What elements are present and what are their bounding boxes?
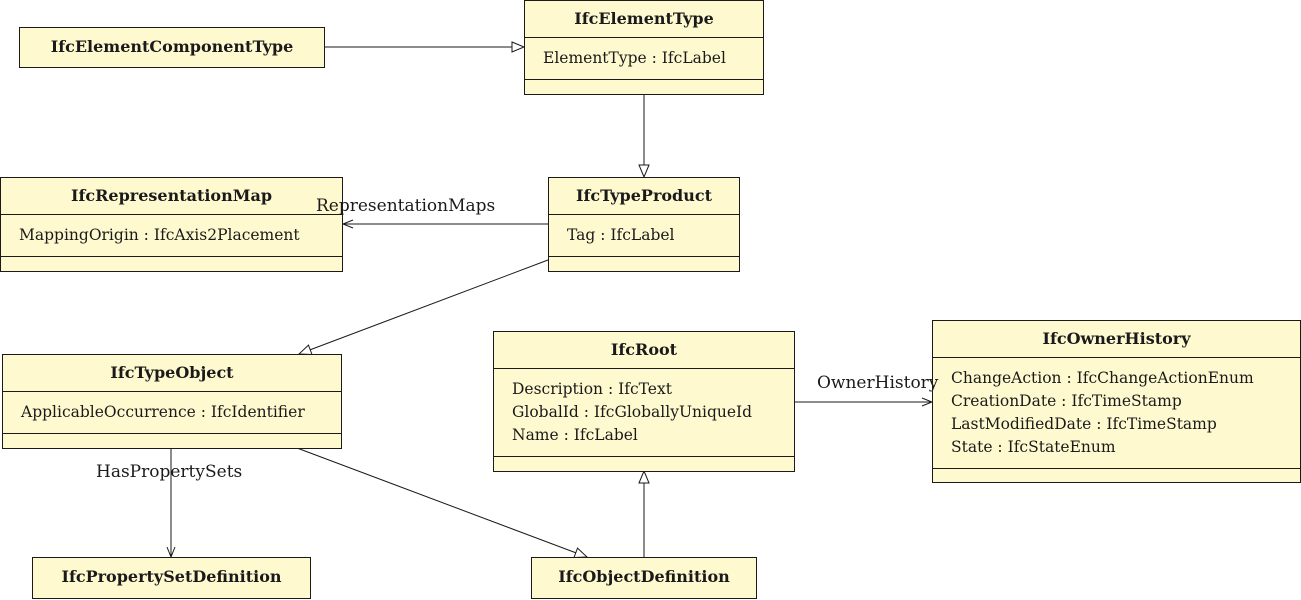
attribute: ChangeAction : IfcChangeActionEnum xyxy=(951,369,1254,387)
class-name: IfcRoot xyxy=(494,332,794,369)
operation-compartment xyxy=(525,80,763,98)
attribute-compartment: ApplicableOccurrence : IfcIdentifier xyxy=(3,392,341,434)
class-ifc-type-object[interactable]: IfcTypeObject ApplicableOccurrence : Ifc… xyxy=(2,354,342,449)
role-label-representation-maps: RepresentationMaps xyxy=(316,196,496,216)
attribute: Tag : IfcLabel xyxy=(567,226,675,244)
class-name: IfcRepresentationMap xyxy=(1,178,342,215)
attribute: MappingOrigin : IfcAxis2Placement xyxy=(19,226,300,244)
class-ifc-element-component-type[interactable]: IfcElementComponentType xyxy=(19,27,325,68)
operation-compartment xyxy=(549,257,739,275)
class-name: IfcOwnerHistory xyxy=(933,321,1300,358)
class-name: IfcPropertySetDefinition xyxy=(61,567,282,586)
attribute: GlobalId : IfcGloballyUniqueId xyxy=(512,403,753,421)
attribute: Name : IfcLabel xyxy=(512,426,638,444)
attribute-compartment: Tag : IfcLabel xyxy=(549,215,739,257)
operation-compartment xyxy=(933,469,1300,487)
operation-compartment xyxy=(494,457,794,475)
role-label-owner-history: OwnerHistory xyxy=(817,373,939,393)
operation-compartment xyxy=(1,257,342,275)
class-ifc-object-definition[interactable]: IfcObjectDefinition xyxy=(531,557,757,599)
class-name: IfcObjectDefinition xyxy=(558,567,730,586)
class-name: IfcElementComponentType xyxy=(50,37,294,56)
attribute: State : IfcStateEnum xyxy=(951,438,1116,456)
attribute-compartment: MappingOrigin : IfcAxis2Placement xyxy=(1,215,342,257)
class-ifc-type-product[interactable]: IfcTypeProduct Tag : IfcLabel xyxy=(548,177,740,272)
attribute: ApplicableOccurrence : IfcIdentifier xyxy=(21,403,305,421)
class-name: IfcTypeObject xyxy=(3,355,341,392)
attribute: ElementType : IfcLabel xyxy=(543,49,726,67)
attribute: Description : IfcText xyxy=(512,380,672,398)
attribute-compartment: ElementType : IfcLabel xyxy=(525,38,763,80)
role-label-has-property-sets: HasPropertySets xyxy=(96,462,243,482)
class-name: IfcTypeProduct xyxy=(549,178,739,215)
class-ifc-property-set-definition[interactable]: IfcPropertySetDefinition xyxy=(32,557,311,599)
generalization-type-product-to-type-object xyxy=(299,259,549,354)
operation-compartment xyxy=(3,434,341,452)
attribute: LastModifiedDate : IfcTimeStamp xyxy=(951,415,1217,433)
generalization-type-object-to-object-definition xyxy=(296,447,587,557)
attribute: CreationDate : IfcTimeStamp xyxy=(951,392,1182,410)
attribute-compartment: Description : IfcText GlobalId : IfcGlob… xyxy=(494,369,794,457)
class-ifc-owner-history[interactable]: IfcOwnerHistory ChangeAction : IfcChange… xyxy=(932,320,1301,483)
class-ifc-element-type[interactable]: IfcElementType ElementType : IfcLabel xyxy=(524,0,764,95)
attribute-compartment: ChangeAction : IfcChangeActionEnum Creat… xyxy=(933,358,1300,469)
class-ifc-root[interactable]: IfcRoot Description : IfcText GlobalId :… xyxy=(493,331,795,472)
class-ifc-representation-map[interactable]: IfcRepresentationMap MappingOrigin : Ifc… xyxy=(0,177,343,272)
class-name: IfcElementType xyxy=(525,1,763,38)
